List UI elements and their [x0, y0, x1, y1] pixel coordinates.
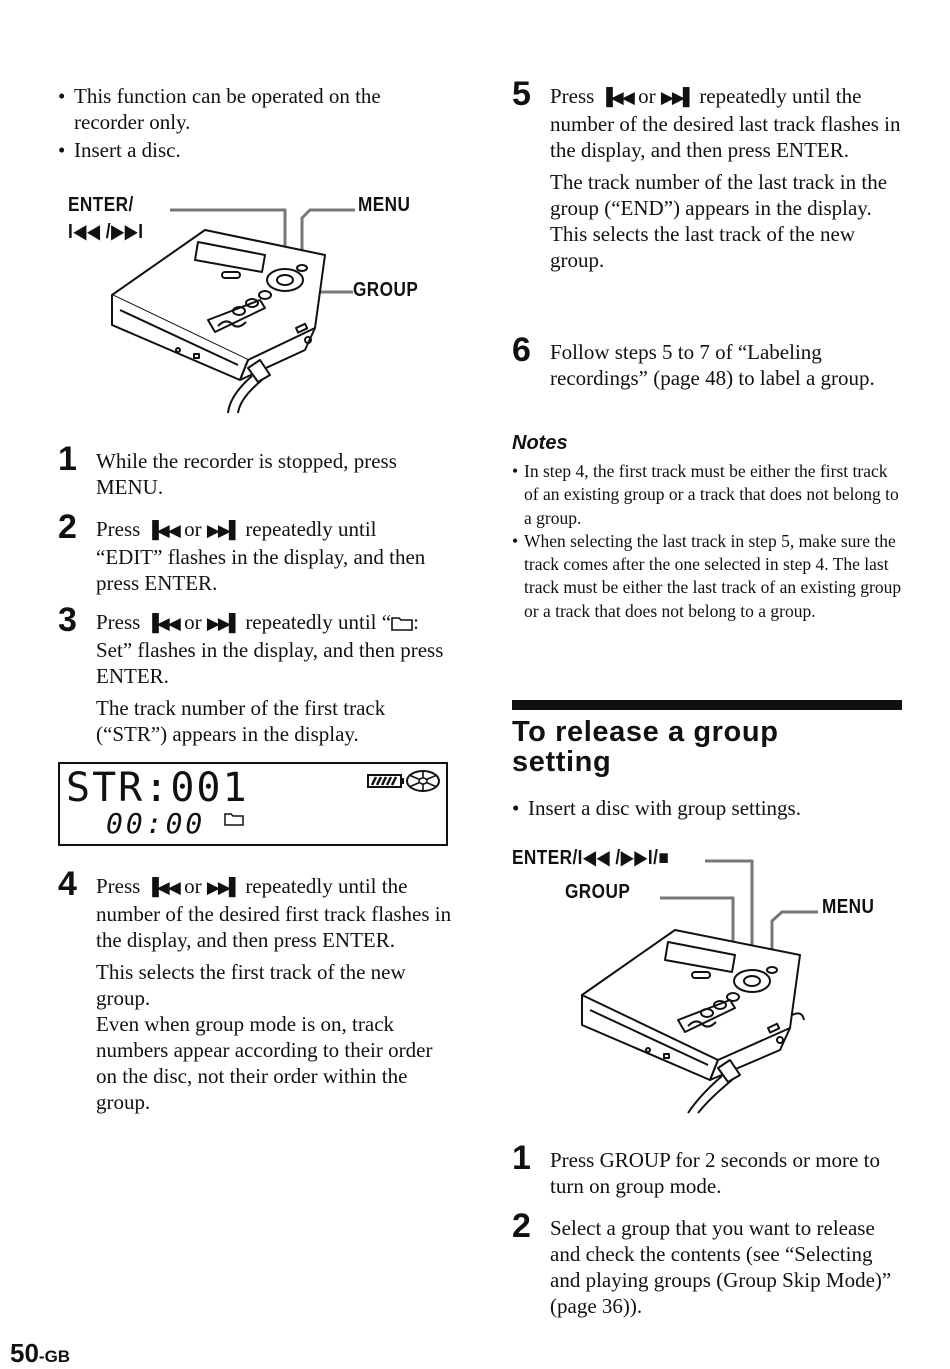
- next-track-icon: ▶▶▌: [660, 88, 696, 108]
- prev-track-icon: ▐◀◀: [145, 614, 181, 634]
- lcd-display: STR:001 00:00: [58, 762, 448, 846]
- lcd-line-1: STR:001: [66, 765, 249, 811]
- prev-track-icon: ▐◀◀: [145, 878, 181, 898]
- step-4: 4 Press ▐◀◀ or ▶▶▌ repeatedly until the …: [58, 867, 453, 1115]
- step-text: : Set” flashes in the display, and then …: [96, 610, 444, 688]
- page-number: 50-GB: [10, 1338, 70, 1369]
- step-2: 2 Press ▐◀◀ or ▶▶▌ repeatedly until “EDI…: [58, 510, 448, 596]
- note-item: In step 4, the first track must be eithe…: [512, 460, 904, 530]
- step-text: Follow steps 5 to 7 of “Labeling recordi…: [550, 340, 875, 390]
- step-number: 2: [512, 1207, 531, 1245]
- battery-icon: [367, 774, 404, 788]
- step-text: or: [638, 84, 656, 108]
- label-group: GROUP: [353, 279, 419, 301]
- intro-bullets: This function can be operated on the rec…: [58, 83, 438, 165]
- release-step-1: 1 Press GROUP for 2 seconds or more to t…: [512, 1141, 907, 1199]
- step-1: 1 While the recorder is stopped, press M…: [58, 442, 448, 500]
- step-text: repeatedly until the number of the desir…: [96, 874, 452, 952]
- label-enter-skip-stop: ENTER/I◀◀ /▶▶I/■: [512, 847, 670, 869]
- step-text: or: [184, 874, 202, 898]
- intro-bullet: This function can be operated on the rec…: [58, 83, 438, 135]
- section-title-line: To release a group: [512, 716, 779, 748]
- label-menu: MENU: [822, 896, 875, 918]
- step-number: 3: [58, 601, 77, 639]
- step-note: The track number of the last track in th…: [550, 170, 888, 220]
- md-recorder-illustration: [581, 859, 818, 1114]
- step-number: 6: [512, 331, 531, 369]
- page-number-suffix: -GB: [38, 1347, 71, 1366]
- label-skip: I◀◀ /▶▶I: [68, 221, 144, 243]
- section-title: To release a group setting: [512, 717, 902, 777]
- release-bullet: Insert a disc with group settings.: [512, 795, 902, 823]
- step-text: or: [184, 610, 202, 634]
- next-track-icon: ▶▶▌: [206, 614, 242, 634]
- step-text: repeatedly until the number of the desir…: [550, 84, 901, 162]
- md-recorder-illustration: [111, 208, 355, 414]
- step-text: Select a group that you want to release …: [550, 1216, 892, 1318]
- notes-list: In step 4, the first track must be eithe…: [512, 460, 904, 623]
- lcd-line-2: 00:00: [106, 807, 206, 840]
- step-text: Press GROUP for 2 seconds or more to tur…: [550, 1148, 880, 1198]
- label-group: GROUP: [565, 881, 631, 903]
- folder-icon: [391, 617, 413, 631]
- label-enter: ENTER/: [68, 194, 134, 216]
- prev-track-icon: ▐◀◀: [599, 88, 635, 108]
- prev-track-icon: ▐◀◀: [145, 521, 181, 541]
- step-text: Press: [96, 517, 141, 541]
- step-number: 4: [58, 865, 77, 903]
- intro-bullet: Insert a disc.: [58, 137, 438, 163]
- step-text: While the recorder is stopped, press MEN…: [96, 449, 397, 499]
- step-note: This selects the last track of the new g…: [550, 222, 855, 272]
- disc-icon: [406, 770, 440, 792]
- step-note: The track number of the first track (“ST…: [96, 696, 386, 746]
- notes-title: Notes: [512, 432, 568, 454]
- release-step-2: 2 Select a group that you want to releas…: [512, 1209, 907, 1319]
- step-text: Press: [550, 84, 595, 108]
- step-number: 5: [512, 75, 531, 113]
- step-number: 1: [512, 1139, 531, 1177]
- page-number-value: 50: [10, 1338, 39, 1368]
- step-text: Press: [96, 874, 141, 898]
- step-text: or: [184, 517, 202, 541]
- step-6: 6 Follow steps 5 to 7 of “Labeling recor…: [512, 333, 907, 391]
- release-bullet-text: Insert a disc with group settings.: [512, 795, 902, 821]
- next-track-icon: ▶▶▌: [206, 521, 242, 541]
- section-title-line: setting: [512, 746, 612, 778]
- step-note: This selects the first track of the new …: [96, 960, 406, 1010]
- step-note: Even when group mode is on, track number…: [96, 1012, 433, 1114]
- note-item: When selecting the last track in step 5,…: [512, 530, 904, 623]
- step-text: Press: [96, 610, 141, 634]
- next-track-icon: ▶▶▌: [206, 878, 242, 898]
- step-text: “: [381, 610, 392, 634]
- step-number: 2: [58, 508, 77, 546]
- label-menu: MENU: [358, 194, 411, 216]
- step-text: repeatedly until: [245, 610, 377, 634]
- step-5: 5 Press ▐◀◀ or ▶▶▌ repeatedly until the …: [512, 77, 907, 273]
- step-text: repeatedly until “EDIT” flashes in the d…: [96, 517, 426, 595]
- step-number: 1: [58, 440, 77, 478]
- section-divider: [512, 700, 902, 710]
- step-3: 3 Press ▐◀◀ or ▶▶▌ repeatedly until “: S…: [58, 603, 453, 747]
- folder-icon: [224, 813, 244, 826]
